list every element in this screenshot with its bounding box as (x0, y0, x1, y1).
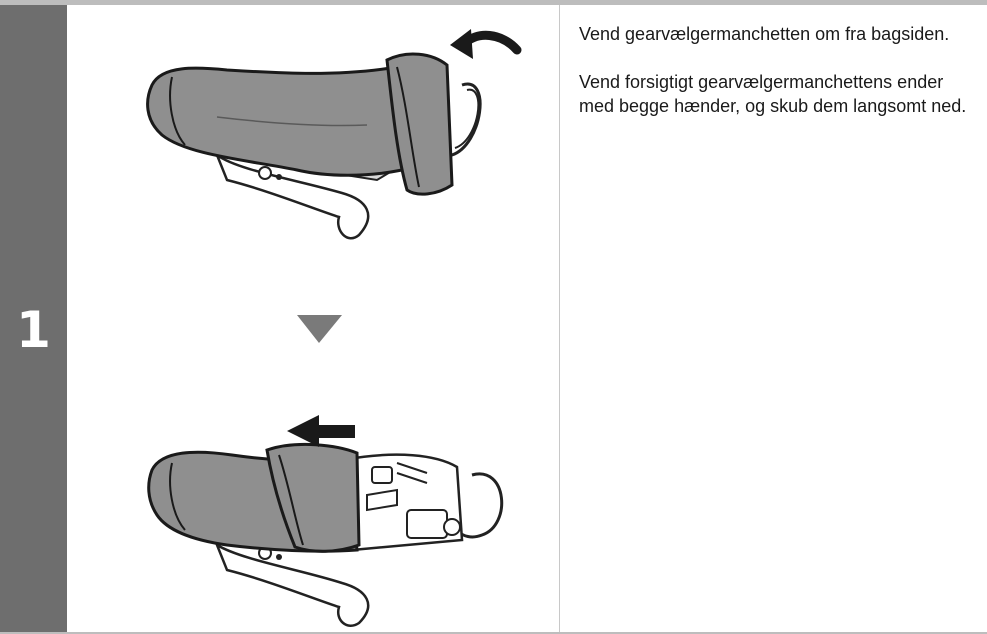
instruction-paragraph-2: Vend forsigtigt gearvælgermanchettens en… (579, 70, 974, 118)
instruction-paragraph-1: Vend gearvælgermanchetten om fra bagside… (579, 22, 974, 46)
left-arrow-icon (287, 415, 355, 447)
instructions-panel: Vend gearvælgermanchetten om fra bagside… (579, 22, 974, 142)
step-number: 1 (0, 300, 67, 360)
triangle-down-icon (297, 315, 342, 343)
lever-illustration-bottom (149, 444, 502, 625)
column-divider (559, 5, 560, 632)
illustration-panel (67, 5, 559, 632)
curved-arrow-icon (450, 29, 517, 59)
lever-illustration-top (148, 54, 481, 238)
